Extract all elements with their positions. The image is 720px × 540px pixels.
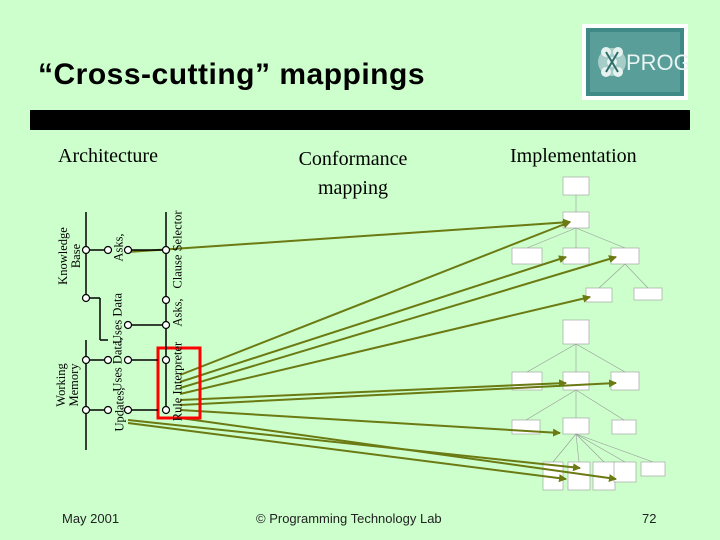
mapping-arrow	[127, 422, 567, 483]
port-dot	[123, 355, 133, 365]
port-dot	[123, 405, 133, 415]
port-dot	[161, 320, 171, 330]
port-dot	[161, 245, 171, 255]
asks-connector-right-label: Asks,	[170, 298, 185, 327]
asks-connector-top-label: Asks,	[111, 233, 126, 262]
conformance-mapping-arrows	[127, 218, 617, 483]
port-dot	[103, 245, 113, 255]
port-dot	[103, 405, 113, 415]
slide-title: “Cross-cutting” mappings	[38, 58, 426, 91]
mapping-arrow	[179, 255, 617, 389]
knowledge-base-label: Knowledge Base	[56, 227, 83, 285]
port-dot	[103, 355, 113, 365]
mapping-arrow	[179, 417, 617, 482]
mapping-arrow	[179, 220, 571, 376]
footer-date: May 2001	[62, 511, 120, 526]
port-dot	[81, 293, 91, 303]
rule-interpreter-label: Rule Interpreter	[170, 341, 185, 422]
clause-selector-label: Clause Selector	[170, 210, 185, 289]
title-divider	[30, 110, 690, 130]
implementation-heading: Implementation	[510, 145, 637, 167]
architecture-diagram	[81, 212, 202, 450]
port-dot	[81, 405, 91, 415]
footer-copyright: © Programming Technology Lab	[256, 511, 442, 526]
updates-connector-label: Updates,	[112, 387, 127, 432]
mapping-arrow	[179, 255, 567, 383]
port-dot	[123, 320, 133, 330]
conformance-heading: Conformance mapping	[298, 148, 408, 199]
port-dot	[161, 405, 171, 415]
architecture-heading: Architecture	[58, 145, 158, 167]
port-dot	[123, 245, 133, 255]
rule-interpreter-highlight	[156, 346, 202, 420]
port-dot	[81, 355, 91, 365]
mapping-arrow	[127, 419, 581, 472]
page-number: 72	[642, 511, 657, 526]
implementation-class-diagram	[511, 176, 666, 491]
port-dot	[161, 295, 171, 305]
svg-text:PROG: PROG	[626, 50, 688, 75]
port-dot	[161, 355, 171, 365]
mapping-arrow	[179, 409, 561, 437]
prog-logo: PROG	[582, 24, 688, 100]
mapping-arrow	[179, 379, 567, 401]
working-memory-label: Working Memory	[54, 363, 81, 407]
mapping-arrow	[179, 379, 617, 406]
mapping-arrow	[179, 294, 591, 395]
mapping-arrow	[127, 218, 571, 253]
port-dot	[81, 245, 91, 255]
